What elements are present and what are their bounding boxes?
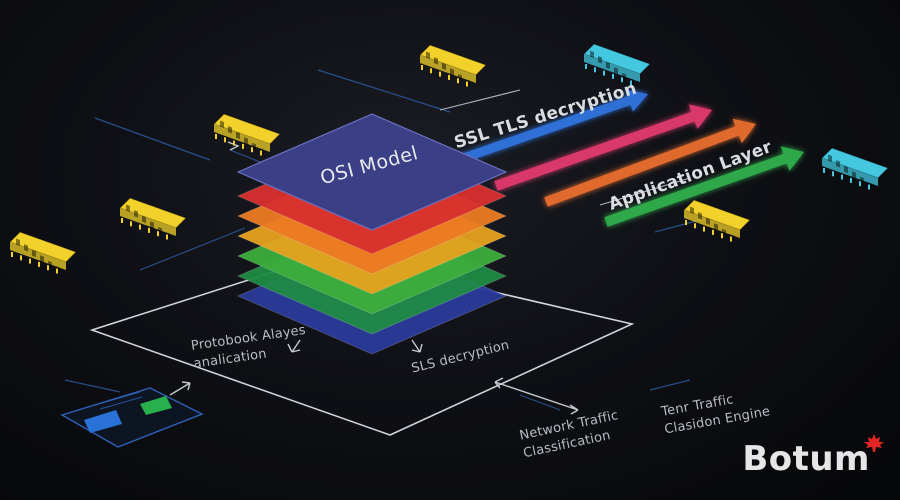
flow-line: [649, 379, 691, 391]
pink-arrow: [494, 104, 712, 191]
green-arrow: [604, 146, 804, 227]
yellow-chip: [119, 197, 187, 240]
connector-lines: [439, 89, 691, 206]
osi-top-slab: [236, 113, 508, 231]
flow-line: [64, 379, 121, 393]
maple-leaf-icon: [864, 434, 884, 452]
flow-line: [94, 117, 211, 161]
monitor-blue-panel: [84, 410, 122, 433]
flow-line: [317, 69, 451, 113]
floor-arrow: [411, 339, 423, 353]
floor-arrows: [169, 141, 579, 415]
cyan-chip: [583, 43, 651, 86]
flow-line: [654, 219, 701, 233]
floor-arrow: [169, 381, 191, 396]
monitor-device: [60, 387, 204, 448]
floor-arrow: [494, 377, 579, 415]
yellow-chip: [683, 199, 751, 242]
blue-arrow: [456, 89, 648, 165]
network-chips: [9, 43, 889, 274]
directional-arrows: [456, 89, 804, 227]
yellow-chip: [419, 44, 487, 87]
osi-layer-stack: [236, 113, 508, 355]
orange-arrow: [544, 118, 756, 207]
flow-line: [519, 394, 561, 411]
yellow-chip: [213, 113, 281, 156]
monitor-green-panel: [140, 396, 172, 415]
background-flow-lines: [64, 69, 701, 411]
yellow-chip: [9, 231, 77, 274]
botum-logo: Botum: [742, 434, 884, 479]
cyan-chip: [821, 147, 889, 190]
floor-arrow: [227, 141, 240, 151]
floor-arrow: [287, 339, 301, 353]
logo-text: Botum: [742, 439, 870, 479]
flow-line: [139, 227, 246, 271]
